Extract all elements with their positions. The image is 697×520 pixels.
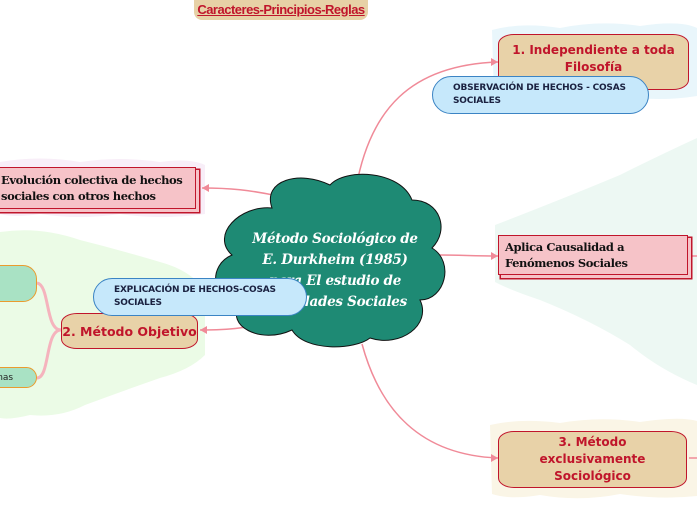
arrow-head-branch-1 (491, 58, 498, 66)
relationship-explicacion-label: EXPLICACIÓN DE HECHOS-COSAS SOCIALES (114, 285, 276, 308)
subtopic-evolucion[interactable]: Evolución colectiva de hechos sociales c… (0, 167, 196, 209)
relationship-explicacion[interactable]: EXPLICACIÓN DE HECHOS-COSAS SOCIALES (93, 278, 307, 316)
central-topic-line: E. Durkheim (1985) (262, 252, 408, 268)
arrow-head-branch-3 (491, 454, 498, 462)
subtopic-causalidad[interactable]: Aplica Causalidad a Fenómenos Sociales (498, 235, 688, 275)
connector-leaf-top (36, 281, 62, 332)
subtopic-evolucion-label: Evolución colectiva de hechos sociales c… (1, 173, 183, 203)
branch-metodo-objetivo-label: 2. Método Objetivo (62, 323, 197, 339)
relationship-observacion-label: OBSERVACIÓN DE HECHOS - COSAS SOCIALES (453, 83, 626, 106)
leaf-top[interactable] (0, 265, 37, 302)
branch-exclusivamente-sociologico[interactable]: 3. Método exclusivamente Sociológico (498, 431, 687, 488)
central-topic-line: Método Sociológico de (252, 231, 418, 247)
branch-metodo-objetivo[interactable]: 2. Método Objetivo (61, 313, 198, 349)
connector-to-causalidad (439, 254, 499, 257)
connector-leaf-bottom (36, 328, 62, 380)
connector-to-branch-1 (355, 61, 499, 189)
leaf-bottom[interactable]: rinas (0, 367, 37, 388)
relationship-observacion[interactable]: OBSERVACIÓN DE HECHOS - COSAS SOCIALES (432, 76, 649, 114)
arrow-head-metodo-objetivo (200, 326, 207, 334)
arrow-head-causalidad (491, 252, 498, 260)
connector-to-branch-3 (361, 343, 499, 459)
topic-caracteres-principios-reglas[interactable]: Caracteres-Principios-Reglas (194, 0, 368, 20)
branch-independiente-label: 1. Independiente a toda Filosofía (512, 43, 675, 74)
leaf-bottom-label: rinas (0, 372, 14, 383)
branch-exclusivamente-label: 3. Método exclusivamente Sociológico (539, 435, 646, 483)
topic-caracteres-label: Caracteres-Principios-Reglas (197, 1, 365, 17)
subtopic-causalidad-label: Aplica Causalidad a Fenómenos Sociales (505, 240, 628, 270)
connector-to-evolucion (201, 187, 279, 197)
arrow-head-evolucion (202, 184, 209, 192)
